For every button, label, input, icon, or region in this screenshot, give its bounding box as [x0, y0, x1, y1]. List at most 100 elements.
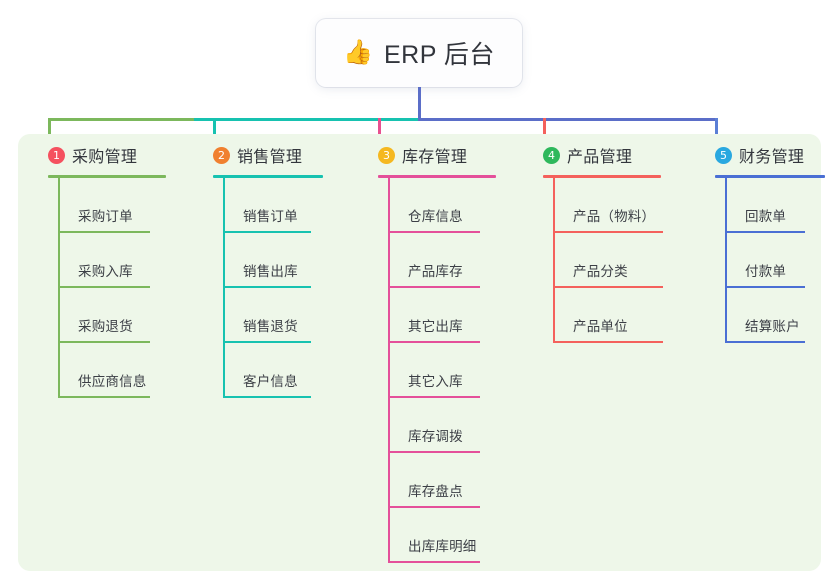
- column-header-1[interactable]: 1 采购管理: [28, 143, 137, 167]
- leaf-label: 其它入库: [408, 374, 463, 389]
- leaf-label: 供应商信息: [78, 374, 147, 389]
- leaf-spine: [223, 233, 225, 288]
- column-title-1: 采购管理: [72, 149, 138, 166]
- bus-segment-blue: [418, 118, 718, 121]
- leaf-underline: [58, 341, 150, 343]
- leaf-underline: [553, 231, 663, 233]
- leaf-underline: [58, 286, 150, 288]
- leaf-spine: [58, 233, 60, 288]
- column-1: 1 采购管理采购订单采购入库采购退货供应商信息: [28, 143, 166, 398]
- leaf-spine: [388, 343, 390, 398]
- leaf-spine: [388, 508, 390, 563]
- root-node-content: 👍 ERP 后台: [343, 35, 495, 71]
- column-title-5: 财务管理: [739, 149, 805, 166]
- leaf-underline: [223, 286, 311, 288]
- leaf-spine: [725, 288, 727, 343]
- leaf-underline: [388, 286, 480, 288]
- leaf-label: 结算账户: [745, 319, 800, 334]
- leaf-spine: [388, 453, 390, 508]
- drop-connector-1: [48, 118, 51, 148]
- leaf-label: 采购退货: [78, 319, 133, 334]
- leaf-underline: [58, 231, 150, 233]
- leaf-label: 库存调拨: [408, 429, 463, 444]
- root-stem-connector: [418, 87, 421, 119]
- column-badge-2: 2: [213, 146, 230, 164]
- column-underline-3: [378, 175, 496, 178]
- leaf-underline: [388, 231, 480, 233]
- leaf-spine: [388, 288, 390, 343]
- column-title-4: 产品管理: [567, 149, 633, 166]
- leaf-spine: [388, 233, 390, 288]
- leaf-spine: [58, 178, 60, 233]
- column-badge-1: 1: [48, 146, 65, 164]
- drop-connector-5: [715, 118, 718, 148]
- leaf-spine: [553, 233, 555, 288]
- thumbs-up-icon: 👍: [343, 39, 373, 66]
- column-underline-1: [48, 175, 166, 178]
- root-node-card[interactable]: 👍 ERP 后台: [316, 19, 522, 87]
- leaf-label: 其它出库: [408, 319, 463, 334]
- column-title-2: 销售管理: [237, 149, 303, 166]
- leaf-underline: [725, 341, 805, 343]
- column-underline-2: [213, 175, 323, 178]
- leaf-label: 产品单位: [573, 319, 628, 334]
- leaf-spine: [58, 343, 60, 398]
- column-title-3: 库存管理: [402, 149, 468, 166]
- leaf-underline: [388, 341, 480, 343]
- leaf-label: 付款单: [745, 264, 787, 279]
- leaf-label: 产品（物料）: [573, 209, 656, 224]
- leaf-underline: [725, 231, 805, 233]
- leaf-spine: [388, 178, 390, 233]
- leaf-spine: [725, 233, 727, 288]
- column-header-5[interactable]: 5 财务管理: [695, 143, 804, 167]
- column-2: 2 销售管理销售订单销售出库销售退货客户信息: [193, 143, 323, 398]
- leaf-underline: [725, 286, 805, 288]
- leaf-underline: [388, 561, 480, 563]
- leaf-underline: [223, 396, 311, 398]
- column-underline-5: [715, 175, 825, 178]
- leaf-label: 销售退货: [243, 319, 298, 334]
- drop-connector-2: [213, 118, 216, 148]
- leaf-underline: [58, 396, 150, 398]
- column-4: 4 产品管理产品（物料） 产品分类产品单位: [523, 143, 663, 343]
- leaf-spine: [553, 288, 555, 343]
- drop-connector-3: [378, 118, 381, 148]
- bus-segment-green: [48, 118, 196, 121]
- diagram-panel: [18, 134, 821, 571]
- leaf-underline: [388, 506, 480, 508]
- leaf-label: 销售出库: [243, 264, 298, 279]
- leaf-spine: [388, 398, 390, 453]
- root-node-title: ERP 后台: [383, 41, 495, 69]
- column-badge-3: 3: [378, 146, 395, 164]
- leaf-label: 仓库信息: [408, 209, 463, 224]
- leaf-underline: [388, 451, 480, 453]
- leaf-label: 库存盘点: [408, 484, 463, 499]
- bus-segment-teal: [194, 118, 420, 121]
- column-header-3[interactable]: 3 库存管理: [358, 143, 467, 167]
- column-header-2[interactable]: 2 销售管理: [193, 143, 302, 167]
- leaf-spine: [223, 288, 225, 343]
- leaf-label: 采购入库: [78, 264, 133, 279]
- drop-connector-4: [543, 118, 546, 148]
- leaf-underline: [388, 396, 480, 398]
- leaf-underline: [553, 341, 663, 343]
- leaf-spine: [58, 288, 60, 343]
- leaf-spine: [553, 178, 555, 233]
- leaf-spine: [725, 178, 727, 233]
- leaf-underline: [223, 231, 311, 233]
- leaf-label: 出库库明细: [408, 539, 477, 554]
- column-underline-4: [543, 175, 661, 178]
- leaf-label: 产品库存: [408, 264, 463, 279]
- leaf-underline: [553, 286, 663, 288]
- column-badge-4: 4: [543, 146, 560, 164]
- leaf-underline: [223, 341, 311, 343]
- leaf-label: 产品分类: [573, 264, 628, 279]
- leaf-label: 采购订单: [78, 209, 133, 224]
- column-badge-5: 5: [715, 146, 732, 164]
- leaf-spine: [223, 178, 225, 233]
- leaf-label: 回款单: [745, 209, 787, 224]
- leaf-spine: [223, 343, 225, 398]
- leaf-label: 销售订单: [243, 209, 298, 224]
- column-header-4[interactable]: 4 产品管理: [523, 143, 632, 167]
- leaf-label: 客户信息: [243, 374, 298, 389]
